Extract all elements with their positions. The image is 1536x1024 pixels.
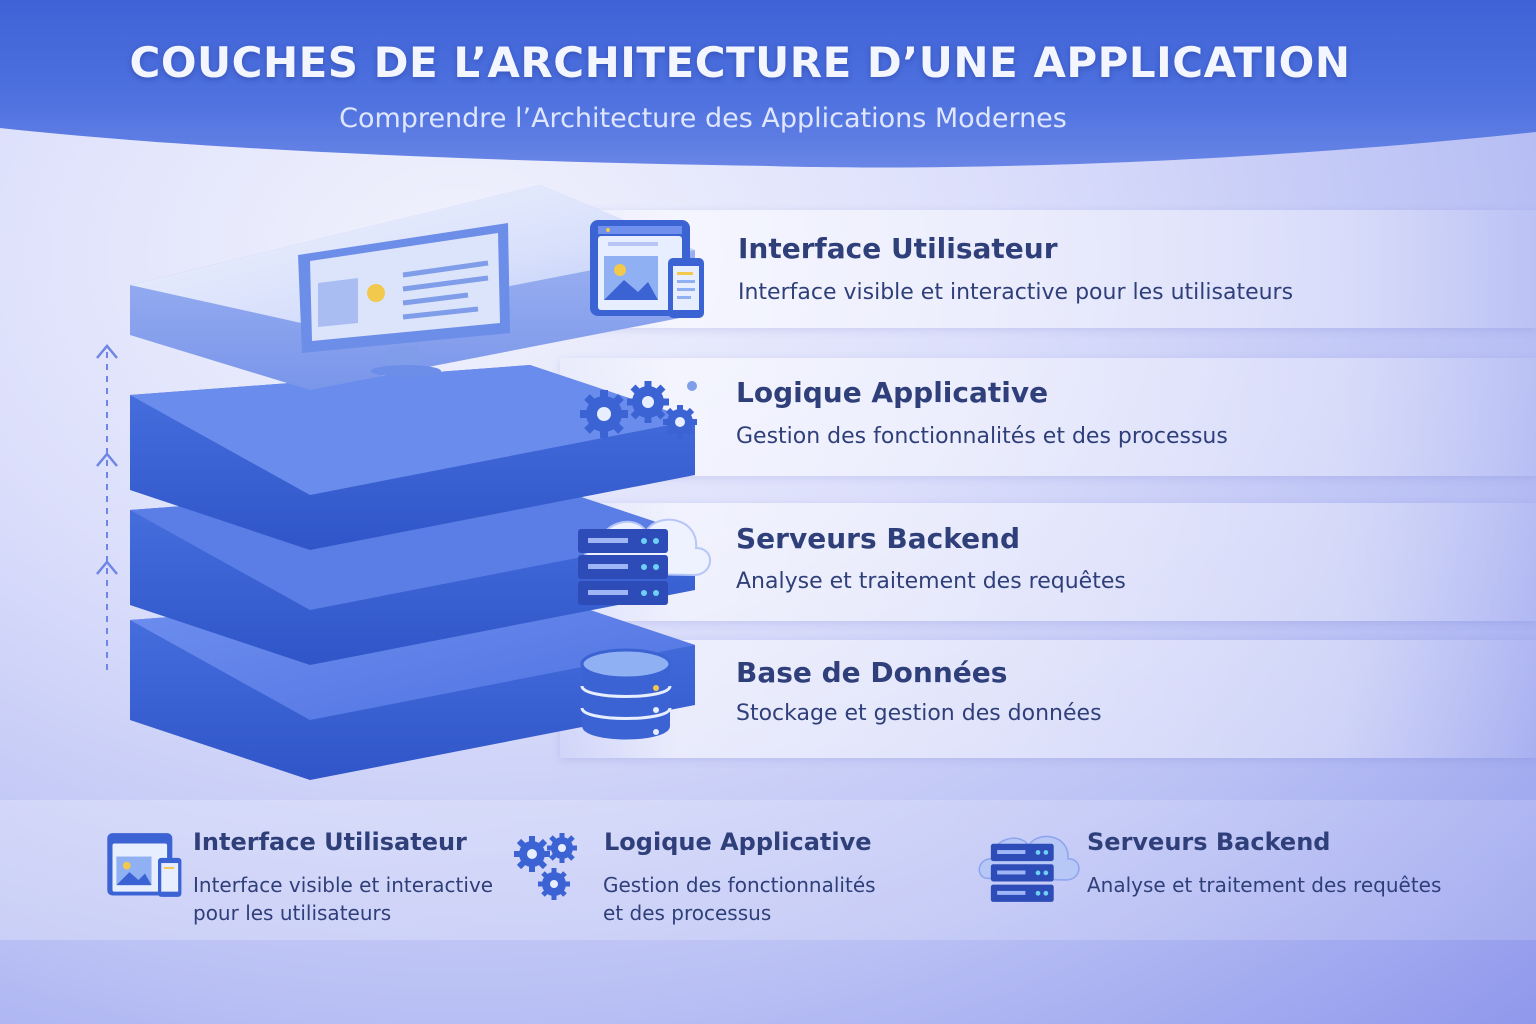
- summary-desc-ui-line2: pour les utilisateurs: [193, 901, 392, 925]
- summary-title-ui: Interface Utilisateur: [193, 828, 467, 856]
- server-cloud-icon: [578, 518, 711, 605]
- layer-title-database: Base de Données: [736, 656, 1008, 689]
- layer-desc-backend: Analyse et traitement des requêtes: [736, 569, 1126, 594]
- layer-stack: [130, 185, 695, 780]
- layer-band-backend: [560, 503, 1536, 621]
- layer-slab-logic: [130, 365, 695, 550]
- summary-desc-ui-line1: Interface visible et interactive: [193, 873, 494, 897]
- layer-title-backend: Serveurs Backend: [736, 522, 1021, 555]
- layer-desc-database: Stockage et gestion des données: [736, 701, 1102, 726]
- layer-title-ui: Interface Utilisateur: [738, 232, 1058, 265]
- layer-title-logic: Logique Applicative: [736, 376, 1049, 409]
- summary-title-logic: Logique Applicative: [604, 828, 872, 856]
- summary-band: [0, 800, 1536, 940]
- summary-desc-backend-line1: Analyse et traitement des requêtes: [1087, 873, 1442, 897]
- database-icon: [580, 648, 672, 740]
- summary-desc-logic: Gestion des fonctionnalités et des proce…: [603, 871, 876, 927]
- upward-arrow-icon: [96, 344, 118, 670]
- ui-window-mobile-icon: [107, 833, 182, 897]
- layer-desc-logic: Gestion des fonctionnalités et des proce…: [736, 424, 1228, 449]
- layer-band-ui: [560, 210, 1536, 328]
- summary-desc-ui: Interface visible et interactive pour le…: [193, 871, 493, 927]
- layer-slab-ui: [130, 185, 695, 390]
- server-cloud-icon: [978, 835, 1080, 902]
- page-subtitle: Comprendre l’Architecture des Applicatio…: [339, 103, 1067, 134]
- summary-desc-logic-line1: Gestion des fonctionnalités: [603, 873, 876, 897]
- gears-icon: [580, 381, 697, 439]
- ui-window-mobile-icon: [590, 220, 704, 318]
- summary-desc-backend: Analyse et traitement des requêtes: [1087, 871, 1441, 899]
- page-title: COUCHES DE L’ARCHITECTURE D’UNE APPLICAT…: [129, 38, 1351, 87]
- layer-desc-ui: Interface visible et interactive pour le…: [738, 280, 1294, 305]
- gears-icon: [514, 833, 577, 900]
- summary-title-backend: Serveurs Backend: [1087, 828, 1331, 856]
- layer-band-database: [560, 640, 1536, 758]
- header-banner: [0, 0, 1536, 170]
- summary-desc-logic-line2: et des processus: [603, 901, 772, 925]
- layer-band-logic: [560, 358, 1536, 476]
